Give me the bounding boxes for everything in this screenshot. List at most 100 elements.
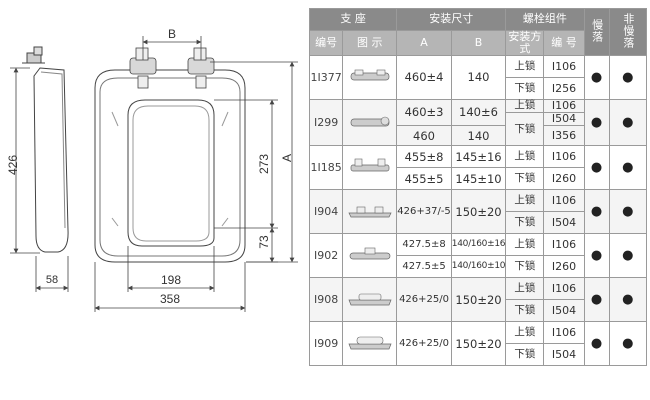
dim-273-label: 273 [257,154,271,174]
bolt-code: I106 [543,189,585,213]
size-b: 145±16 [450,145,507,169]
model-cell: I902 [308,233,344,279]
size-b: 140±6 [450,99,507,127]
nonslow-dot: ● [608,321,648,367]
slow-dot: ● [583,189,610,235]
dim-B-label: B [168,27,176,41]
dim-A-label: A [280,154,294,162]
table-row: I904 426+37/-5 150±20 上锁 I106 ● ● [308,189,648,235]
header-seat: 支 座 [308,8,398,31]
hinge-figure [342,189,398,235]
header-code: 编号 [308,29,344,57]
dim-198 [127,246,215,292]
table-row: I908 426+25/0 150±20 上锁 I106 ● ● [308,277,648,323]
size-a: 427.5±8 [396,233,452,257]
hinge-figure [342,321,398,367]
size-a: 460±4 [396,55,452,101]
dim-358 [94,262,246,312]
header-size: 安装尺寸 [396,8,507,31]
lock-method: 下锁 [505,112,545,147]
bolt-code: I356 [543,125,585,147]
size-a: 427.5±5 [396,255,452,279]
nonslow-dot: ● [608,189,648,235]
size-a: 426+25/0 [396,277,452,323]
slow-dot: ● [583,277,610,323]
table-row: 427.5±5 140/160±10 下锁 I260 [310,255,647,279]
slow-dot: ● [583,55,610,101]
lock-method: 上锁 [505,189,545,213]
header-code2: 编 号 [543,29,585,57]
lock-method: 上锁 [505,99,545,114]
size-a: 426+37/-5 [396,189,452,235]
table-row: I902 427.5±8 140/160±16 上锁 I106 ● ● [308,233,648,279]
hinge-figure [342,277,398,323]
hinge-figure-icon [348,294,392,306]
lock-method: 下锁 [505,299,545,323]
hinge-figure-icon [350,159,390,172]
lock-method: 下锁 [505,167,545,191]
size-b: 150±20 [450,321,507,367]
table-row: 下锁 I504 [310,211,647,235]
size-a: 426+25/0 [396,321,452,367]
size-a: 455±8 [396,145,452,169]
size-b: 140 [450,55,507,101]
nonslow-dot: ● [608,99,648,147]
dim-358-label: 358 [160,292,180,306]
header-row-1: 支 座 安装尺寸 螺栓组件 慢落 非慢落 [308,7,648,57]
model-cell: I909 [308,321,344,367]
size-b: 140/160±10 [450,255,507,279]
bolt-code: I260 [543,167,585,191]
bolt-code: I106 [543,55,585,79]
hinge-figure-icon [349,248,391,260]
model-cell: 1I185 [308,145,344,191]
dim-73-label: 73 [257,235,271,249]
hinge-figure [342,233,398,279]
table-row: 下锁 I256 [310,77,647,101]
model-cell: I908 [308,277,344,323]
lock-method: 下锁 [505,255,545,279]
hinge-figure [342,145,398,191]
size-b: 145±10 [450,167,507,191]
header-slow: 慢落 [583,7,610,57]
dim-B [142,36,202,60]
size-b: 150±20 [450,189,507,235]
dim-58-label: 58 [46,274,58,286]
dim-58 [35,256,69,292]
nonslow-dot: ● [608,277,648,323]
header-colB: B [450,29,507,57]
dim-73 [246,227,278,263]
bolt-code: I504 [543,112,585,127]
bolt-code: I260 [543,255,585,279]
lock-method: 下锁 [505,343,545,367]
nonslow-dot: ● [608,233,648,279]
size-b: 140 [450,125,507,147]
lock-method: 下锁 [505,77,545,101]
size-a: 455±5 [396,167,452,191]
header-colA: A [396,29,452,57]
lock-method: 上锁 [505,55,545,79]
dim-198-label: 198 [161,273,181,287]
hinge-figure [342,99,398,147]
size-a: 460 [396,125,452,147]
hinge-figure-icon [350,69,390,81]
size-b: 150±20 [450,277,507,323]
model-cell: I299 [308,99,344,147]
header-row-2: 编号 图 示 A B 安装方式 编 号 [308,29,647,57]
header-nonslow: 非慢落 [608,7,648,57]
hinge-figure-icon [348,207,392,218]
top-view [94,69,246,263]
table-row: 下锁 I504 [310,112,647,147]
slow-dot: ● [583,233,610,279]
nonslow-dot: ● [608,55,648,101]
table-row: 下锁 I504 [310,299,647,323]
size-a: 460±3 [396,99,452,127]
header-figure: 图 示 [342,29,398,57]
bolt-code: I504 [543,299,585,323]
table-row: 下锁 I504 [310,343,647,367]
table-row: 1I185 455±8 145±16 上锁 I106 ● ● [308,145,648,191]
bolt-code: I106 [543,145,585,169]
bolt-code: I504 [543,343,585,367]
model-cell: 1I377 [308,55,344,101]
bolt-code: I106 [543,233,585,257]
table-row: I909 426+25/0 150±20 上锁 I106 ● ● [308,321,648,367]
